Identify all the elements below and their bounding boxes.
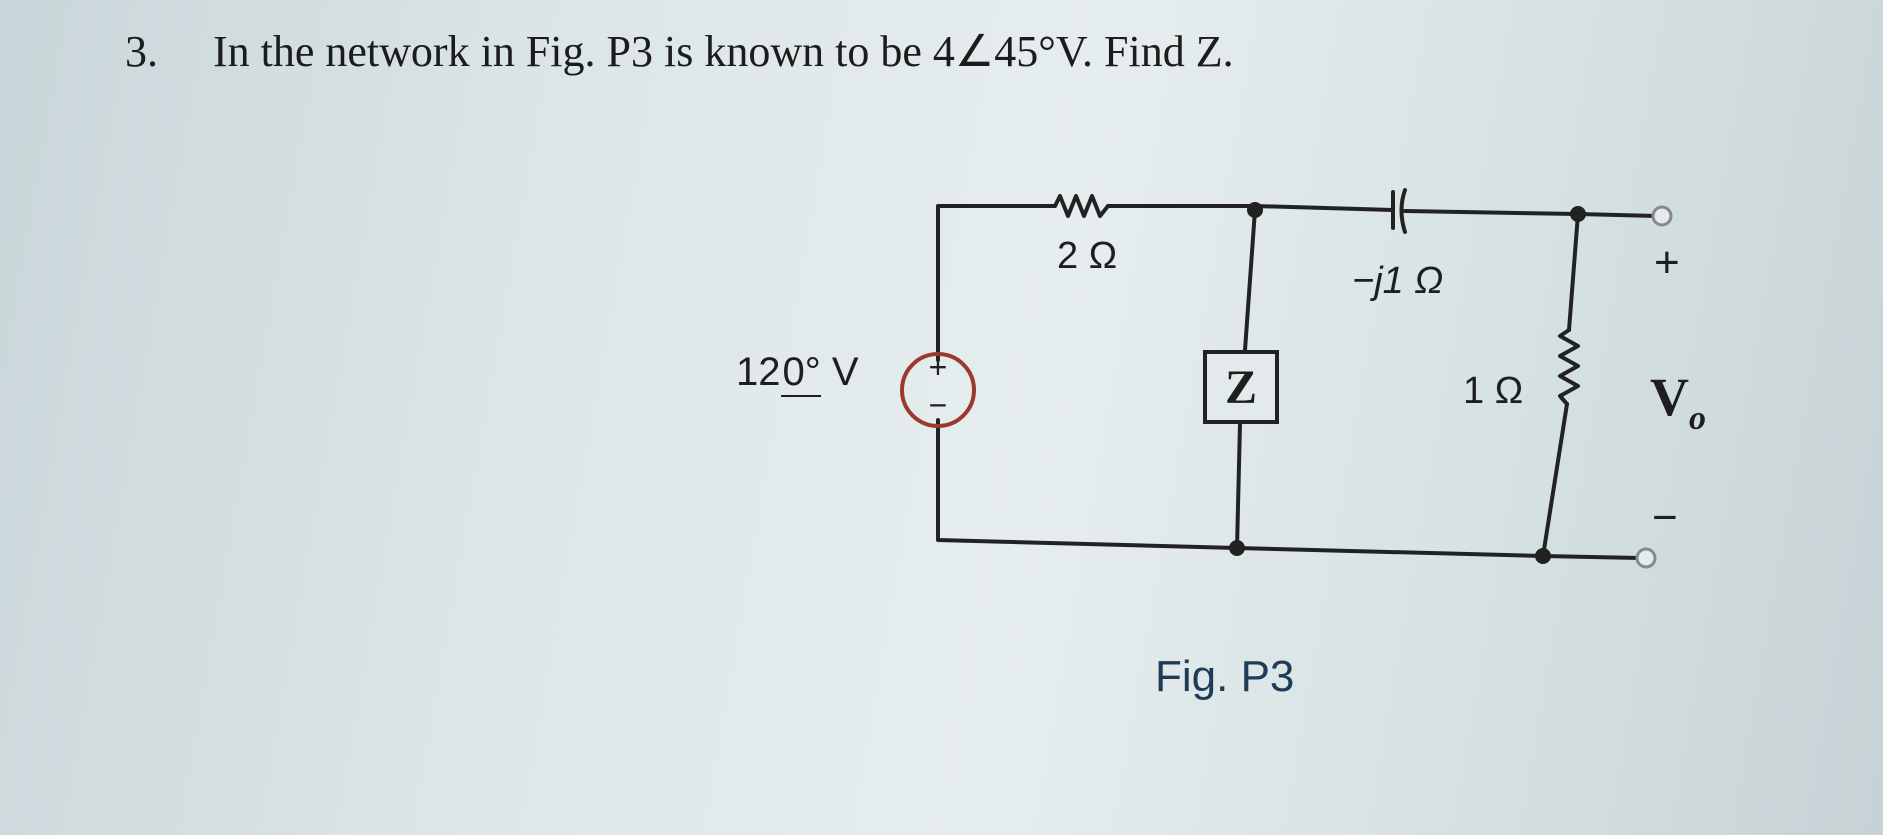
wire-r1-bottom: [1541, 402, 1569, 558]
output-terminal-top: [1651, 205, 1673, 227]
figure-caption: Fig. P3: [1155, 652, 1295, 701]
capacitor-label: −j1 Ω: [1352, 260, 1444, 302]
wire-z-top: [1243, 208, 1257, 352]
source-magnitude: 12: [736, 350, 781, 394]
resistor-1ohm: [1558, 328, 1580, 406]
output-minus-sign: −: [1652, 493, 1678, 542]
impedance-z-box: Z: [1203, 350, 1279, 424]
wire-left-top: [936, 204, 1057, 362]
problem-statement: 3. In the network in Fig. P3 is known to …: [125, 26, 1234, 77]
capacitor-plate-right: [1399, 188, 1407, 234]
output-plus-sign: +: [1654, 238, 1680, 287]
output-voltage-subscript: o: [1689, 400, 1706, 437]
node-top-left: [1247, 202, 1263, 218]
output-voltage-symbol: V: [1650, 367, 1689, 427]
wire-z-bottom: [1235, 422, 1242, 550]
nodes: [1229, 202, 1586, 564]
node-bottom-left: [1229, 540, 1245, 556]
output-voltage-label: Vo: [1650, 366, 1706, 438]
output-terminal-bottom: [1635, 547, 1657, 569]
problem-text: In the network in Fig. P3 is known to be…: [213, 27, 1234, 76]
problem-number: 3.: [125, 27, 158, 76]
source-label: 120° V: [736, 350, 859, 397]
resistor-2ohm: [1053, 194, 1110, 218]
node-top-right: [1570, 206, 1586, 222]
wire-r1-top: [1567, 212, 1580, 332]
voltage-source: [900, 352, 976, 428]
source-angle: 0°: [780, 350, 821, 397]
voltage-source-minus: −: [929, 387, 948, 423]
source-unit: V: [831, 350, 859, 394]
wire-left-bottom: [936, 418, 1642, 560]
resistor-2ohm-label: 2 Ω: [1057, 235, 1118, 277]
resistor-1ohm-label: 1 Ω: [1463, 370, 1524, 412]
impedance-z-label: Z: [1224, 360, 1257, 414]
wire-top-right: [1403, 209, 1657, 218]
node-bottom-right: [1535, 548, 1551, 564]
voltage-source-plus: +: [929, 349, 948, 385]
